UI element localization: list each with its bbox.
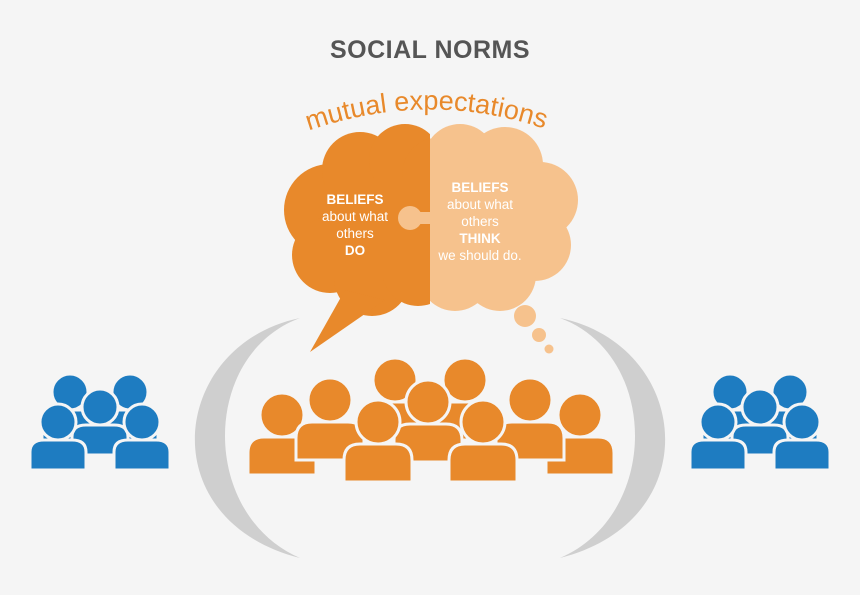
left-cloud-line1: BELIEFS <box>326 192 384 207</box>
left-cloud-line4: DO <box>344 243 366 258</box>
right-cloud-line4: THINK <box>459 231 501 246</box>
right-cloud-line2: about what <box>446 197 514 212</box>
cloud-right-half <box>430 124 578 311</box>
blue-group-right <box>688 372 832 472</box>
page-title: SOCIAL NORMS <box>330 36 530 64</box>
thought-bubble-medium <box>532 328 546 342</box>
puzzle-knob <box>398 206 422 230</box>
right-cloud-text: BELIEFS about what others THINK we shoul… <box>425 179 535 264</box>
right-cloud-line5: we should do. <box>438 248 522 263</box>
left-cloud-line3: others <box>336 226 374 241</box>
left-cloud-line2: about what <box>321 209 389 224</box>
thought-bubble-small <box>544 344 554 354</box>
left-cloud-text: BELIEFS about what others DO <box>300 191 410 259</box>
thought-bubble-large <box>514 305 536 327</box>
blue-group-left <box>28 372 172 472</box>
cloud-left-half <box>284 124 430 352</box>
right-cloud-line1: BELIEFS <box>451 180 509 195</box>
left-bracket <box>194 318 300 558</box>
thought-cloud <box>284 124 578 354</box>
right-bracket <box>560 318 666 558</box>
right-cloud-line3: others <box>461 214 499 229</box>
orange-crowd <box>246 356 616 484</box>
